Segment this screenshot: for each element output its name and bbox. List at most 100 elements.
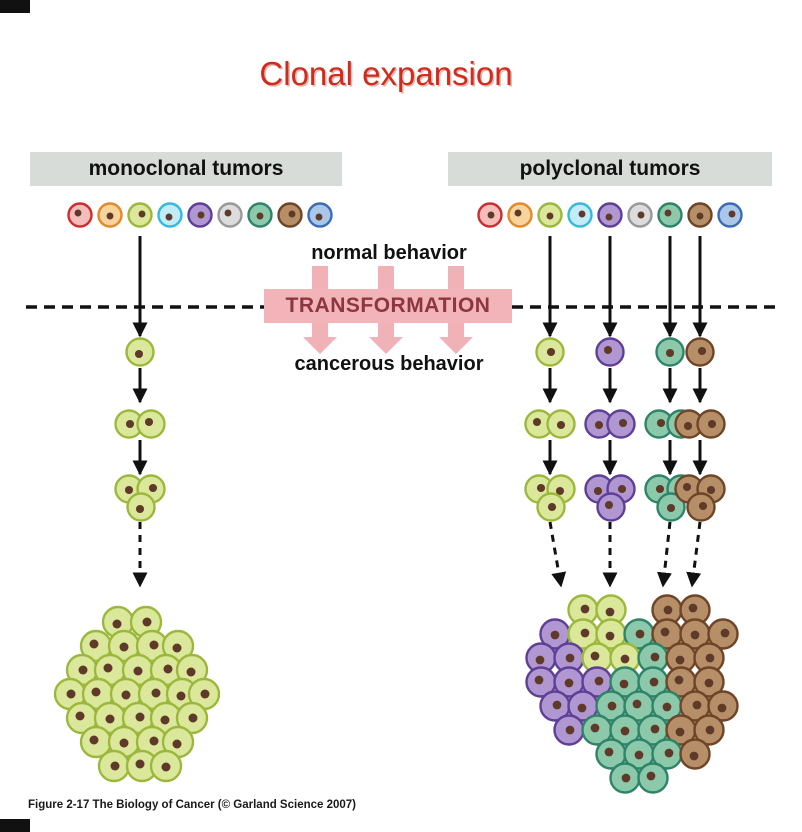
cell-nucleus <box>692 700 702 710</box>
cell-nucleus <box>550 630 560 640</box>
cell-nucleus <box>514 209 522 217</box>
cell-nucleus <box>675 655 685 665</box>
cell-nucleus <box>188 713 198 723</box>
cell-nucleus <box>697 346 707 356</box>
cell-nucleus <box>705 653 715 663</box>
cell-nucleus <box>547 502 557 512</box>
cell-nucleus <box>646 771 656 781</box>
cell-nucleus <box>536 483 546 493</box>
corner-bar <box>0 819 30 832</box>
cell-nucleus <box>224 209 232 217</box>
cell-nucleus <box>650 652 660 662</box>
cell-nucleus <box>532 417 542 427</box>
cell-nucleus <box>728 210 736 218</box>
cell-nucleus <box>149 640 159 650</box>
cell-nucleus <box>288 210 296 218</box>
cell-nucleus <box>119 738 129 748</box>
header-polyclonal: polyclonal tumors <box>448 152 772 186</box>
cell-nucleus <box>717 703 727 713</box>
cell-nucleus <box>256 212 264 220</box>
cell-nucleus <box>135 759 145 769</box>
cell-nucleus <box>649 677 659 687</box>
cell-nucleus <box>105 714 115 724</box>
expansion-arrow <box>657 521 672 588</box>
label-cancerous-behavior: cancerous behavior <box>294 353 484 375</box>
cell-nucleus <box>555 486 565 496</box>
cell-nucleus <box>580 628 590 638</box>
transformation-banner: TRANSFORMATION <box>264 289 512 323</box>
cell-nucleus <box>620 726 630 736</box>
cell-nucleus <box>590 651 600 661</box>
cell-nucleus <box>106 212 114 220</box>
cell-nucleus <box>594 676 604 686</box>
cell-nucleus <box>682 482 692 492</box>
cell-nucleus <box>121 690 131 700</box>
cell-nucleus <box>556 420 566 430</box>
cell-nucleus <box>660 627 670 637</box>
cell-nucleus <box>578 210 586 218</box>
cell-nucleus <box>706 485 716 495</box>
cell-nucleus <box>675 727 685 737</box>
cell-nucleus <box>617 484 627 494</box>
cell-nucleus <box>89 639 99 649</box>
cell-nucleus <box>674 675 684 685</box>
cell-nucleus <box>91 687 101 697</box>
cell-nucleus <box>176 691 186 701</box>
cell-nucleus <box>689 751 699 761</box>
cell-nucleus <box>163 664 173 674</box>
cell-nucleus <box>124 485 134 495</box>
cell-nucleus <box>664 748 674 758</box>
cell-nucleus <box>565 653 575 663</box>
cell-nucleus <box>200 689 210 699</box>
cell-nucleus <box>148 483 158 493</box>
cell-nucleus <box>487 211 495 219</box>
cell-nucleus <box>605 607 615 617</box>
cell-nucleus <box>135 712 145 722</box>
cell-nucleus <box>705 725 715 735</box>
page-title: Clonal expansion <box>259 55 513 92</box>
cell-nucleus <box>119 642 129 652</box>
figure-caption: Figure 2-17 The Biology of Cancer (© Gar… <box>28 799 357 811</box>
cell-nucleus <box>720 628 730 638</box>
cell-nucleus <box>634 750 644 760</box>
cell-nucleus <box>635 629 645 639</box>
cell-nucleus <box>593 486 603 496</box>
cell-nucleus <box>135 504 145 514</box>
cell-nucleus <box>590 723 600 733</box>
cell-nucleus <box>125 419 135 429</box>
cell-nucleus <box>696 212 704 220</box>
cell-nucleus <box>66 689 76 699</box>
label-normal-behavior: normal behavior <box>311 242 467 264</box>
cell-nucleus <box>662 702 672 712</box>
cell-nucleus <box>580 604 590 614</box>
cell-nucleus <box>110 761 120 771</box>
cell-nucleus <box>133 666 143 676</box>
cell-nucleus <box>603 345 613 355</box>
cell-nucleus <box>165 213 173 221</box>
cell-nucleus <box>160 715 170 725</box>
cell-nucleus <box>151 688 161 698</box>
cell-nucleus <box>75 711 85 721</box>
cell-nucleus <box>89 735 99 745</box>
cell-nucleus <box>637 211 645 219</box>
cell-nucleus <box>142 617 152 627</box>
cell-nucleus <box>577 703 587 713</box>
cell-nucleus <box>663 605 673 615</box>
cell-nucleus <box>632 699 642 709</box>
cell-nucleus <box>655 484 665 494</box>
cell-nucleus <box>698 501 708 511</box>
cell-nucleus <box>707 419 717 429</box>
expansion-arrow <box>686 521 702 588</box>
cell-nucleus <box>683 421 693 431</box>
cell-nucleus <box>650 724 660 734</box>
cell-nucleus <box>534 675 544 685</box>
corner-bar <box>0 0 30 13</box>
cell-nucleus <box>138 210 146 218</box>
cell-nucleus <box>604 747 614 757</box>
cell-nucleus <box>665 348 675 358</box>
cell-nucleus <box>664 209 672 217</box>
cell-nucleus <box>172 643 182 653</box>
cell-nucleus <box>605 213 613 221</box>
cell-nucleus <box>546 212 554 220</box>
